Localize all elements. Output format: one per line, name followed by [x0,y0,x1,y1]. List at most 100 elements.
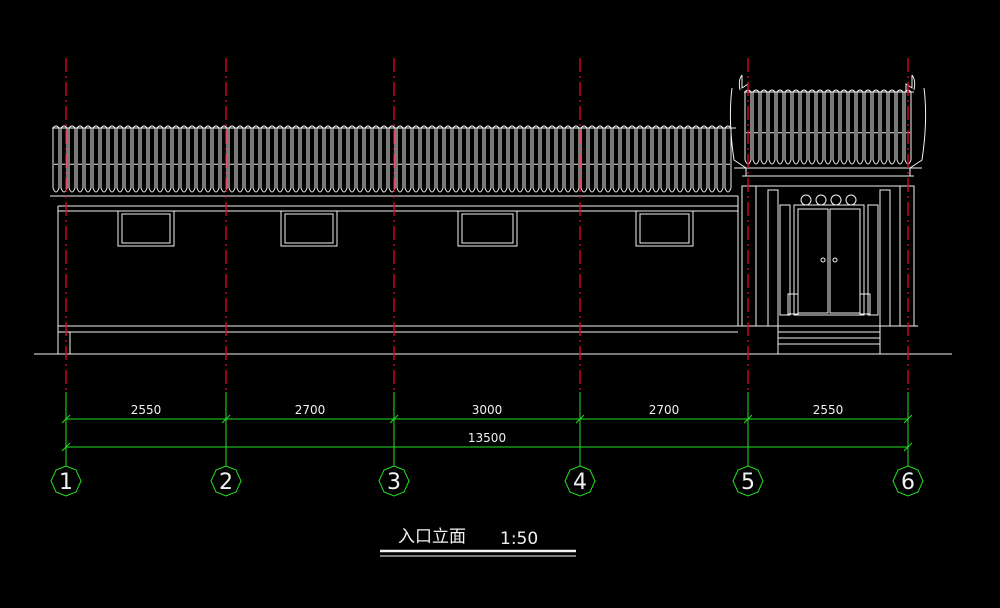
left-inner-pillar [767,189,779,327]
dim-label: 2700 [295,403,326,417]
roof-tile [292,125,300,193]
door-frame [793,204,865,316]
roof-tile [620,125,628,193]
roof-tile [652,125,660,193]
roof-tile [420,125,428,193]
roof-tile [428,125,436,193]
window [457,210,518,247]
roof-tile [244,125,252,193]
gate-house [729,74,927,354]
roof-tile [508,125,516,193]
axis-bubble-4: 4 [564,465,596,497]
right-outer-pillar [899,185,915,327]
roof-tile [800,89,808,165]
roof-tile [824,89,832,165]
roof-tile [284,125,292,193]
roof-tile [848,89,856,165]
roof-tile [596,125,604,193]
roof-tile [404,125,412,193]
axis-label: 2 [219,470,233,495]
main-building [50,125,739,354]
roof-tile [516,125,524,193]
roof-tile [832,89,840,165]
dim-tick [903,414,913,424]
dim-tick [743,414,753,424]
dimension-labels: 2550 2700 3000 2700 2550 13500 [131,403,844,445]
roof-tile [236,125,244,193]
roof-tile [316,125,324,193]
roof-tile [524,125,532,193]
roof-tile [268,125,276,193]
total-dim-label: 13500 [468,431,506,445]
roof-tile [760,89,768,165]
roof-tile [872,89,880,165]
roof-tile [228,125,236,193]
roof-tile [768,89,776,165]
roof-tile [468,125,476,193]
door-pin [800,194,812,206]
roof-tile [588,125,596,193]
roof-tile [140,125,148,193]
dim-tick [575,414,585,424]
roof-tile [372,125,380,193]
dim-label: 2700 [649,403,680,417]
roof-tile [340,125,348,193]
roof-tile [436,125,444,193]
door-right-leaf [829,208,861,314]
roof-tile [644,125,652,193]
roof-tile [460,125,468,193]
dim-label: 2550 [813,403,844,417]
roof-tile [716,125,724,193]
roof-tile [612,125,620,193]
roof-tile [540,125,548,193]
axis-bubble-5: 5 [732,465,764,497]
drawing-scale: 1:50 [500,529,538,549]
roof-tile [700,125,708,193]
roof-tile [572,125,580,193]
right-eave-flare [909,87,927,176]
door-pin [845,194,857,206]
roof-tile [172,125,180,193]
roof-tile [692,125,700,193]
dim-tick [221,414,231,424]
axis-bubbles: 1 2 3 4 5 6 [50,465,924,497]
roof-tile [100,125,108,193]
roof-tile [212,125,220,193]
axis-label: 3 [387,470,401,495]
right-side-panel [867,204,879,316]
roof-tile [300,125,308,193]
roof-tile [500,125,508,193]
roof-tile [196,125,204,193]
roof-tile [68,125,76,193]
axis-bubble-3: 3 [378,465,410,497]
left-outer-pillar [741,185,757,327]
drawing-title: 入口立面 [398,527,466,547]
roof-tile [660,125,668,193]
roof-tile [784,89,792,165]
roof-tile [84,125,92,193]
roof-tile [724,125,732,193]
roof-tile [856,89,864,165]
roof-tile [476,125,484,193]
roof-tile [676,125,684,193]
door-pin [830,194,842,206]
door-left-leaf [797,208,829,314]
window [280,210,338,247]
dim-tick [61,442,71,452]
axis-bubble-2: 2 [210,465,242,497]
roof-tile [332,125,340,193]
roof-tile [276,125,284,193]
roof-tile [444,125,452,193]
axis-label: 5 [741,470,755,495]
roof-tile [164,125,172,193]
axis-bubble-6: 6 [892,465,924,497]
roof-tile [396,125,404,193]
axis-label: 4 [573,470,587,495]
dim-tick [61,414,71,424]
gate-roof-tiles [744,89,914,165]
drawing-title-block: 入口立面 1:50 [380,527,576,557]
main-roof-tiles [52,125,736,193]
left-ridge-ornament [738,74,749,92]
